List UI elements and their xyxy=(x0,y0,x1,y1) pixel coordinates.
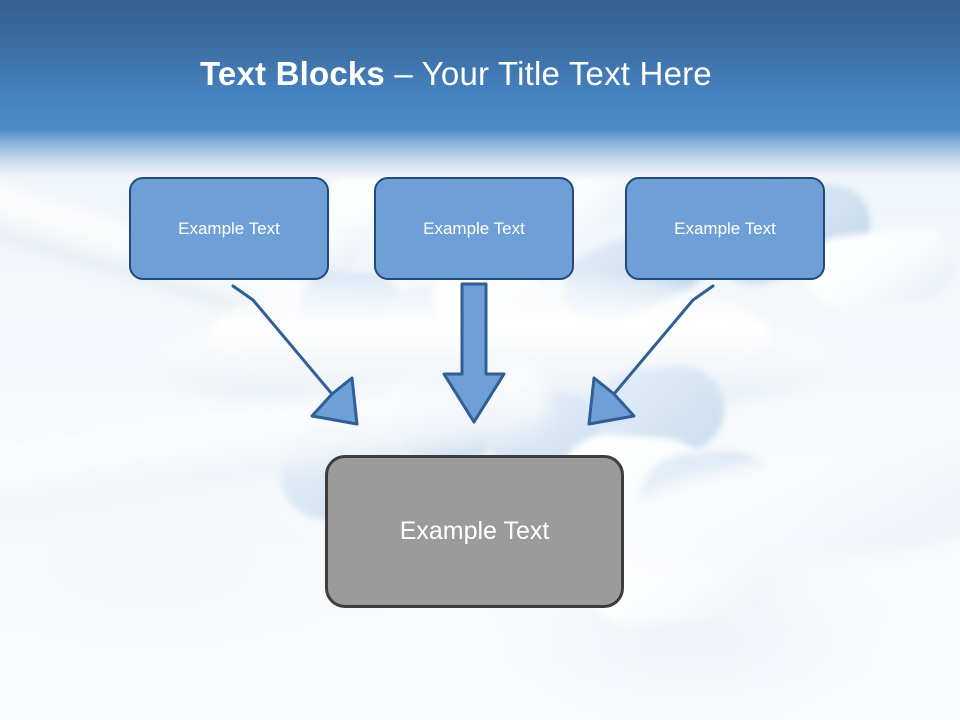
text-block-2[interactable]: Example Text xyxy=(374,177,574,280)
text-block-1[interactable]: Example Text xyxy=(129,177,329,280)
page-title-separator: – xyxy=(385,55,422,92)
title-banner xyxy=(0,0,960,130)
text-block-2-label: Example Text xyxy=(423,218,525,238)
text-block-3[interactable]: Example Text xyxy=(625,177,825,280)
text-block-1-label: Example Text xyxy=(178,218,280,238)
text-block-3-label: Example Text xyxy=(674,218,776,238)
page-title: Text Blocks – Your Title Text Here xyxy=(200,52,712,96)
title-banner-fade xyxy=(0,129,960,181)
arrow-left xyxy=(231,284,359,426)
arrow-middle xyxy=(442,282,506,424)
arrow-right xyxy=(587,284,715,426)
result-block-label: Example Text xyxy=(399,517,550,545)
page-title-strong: Text Blocks xyxy=(200,55,385,92)
result-block[interactable]: Example Text xyxy=(325,455,624,608)
page-title-light: Your Title Text Here xyxy=(421,55,712,92)
